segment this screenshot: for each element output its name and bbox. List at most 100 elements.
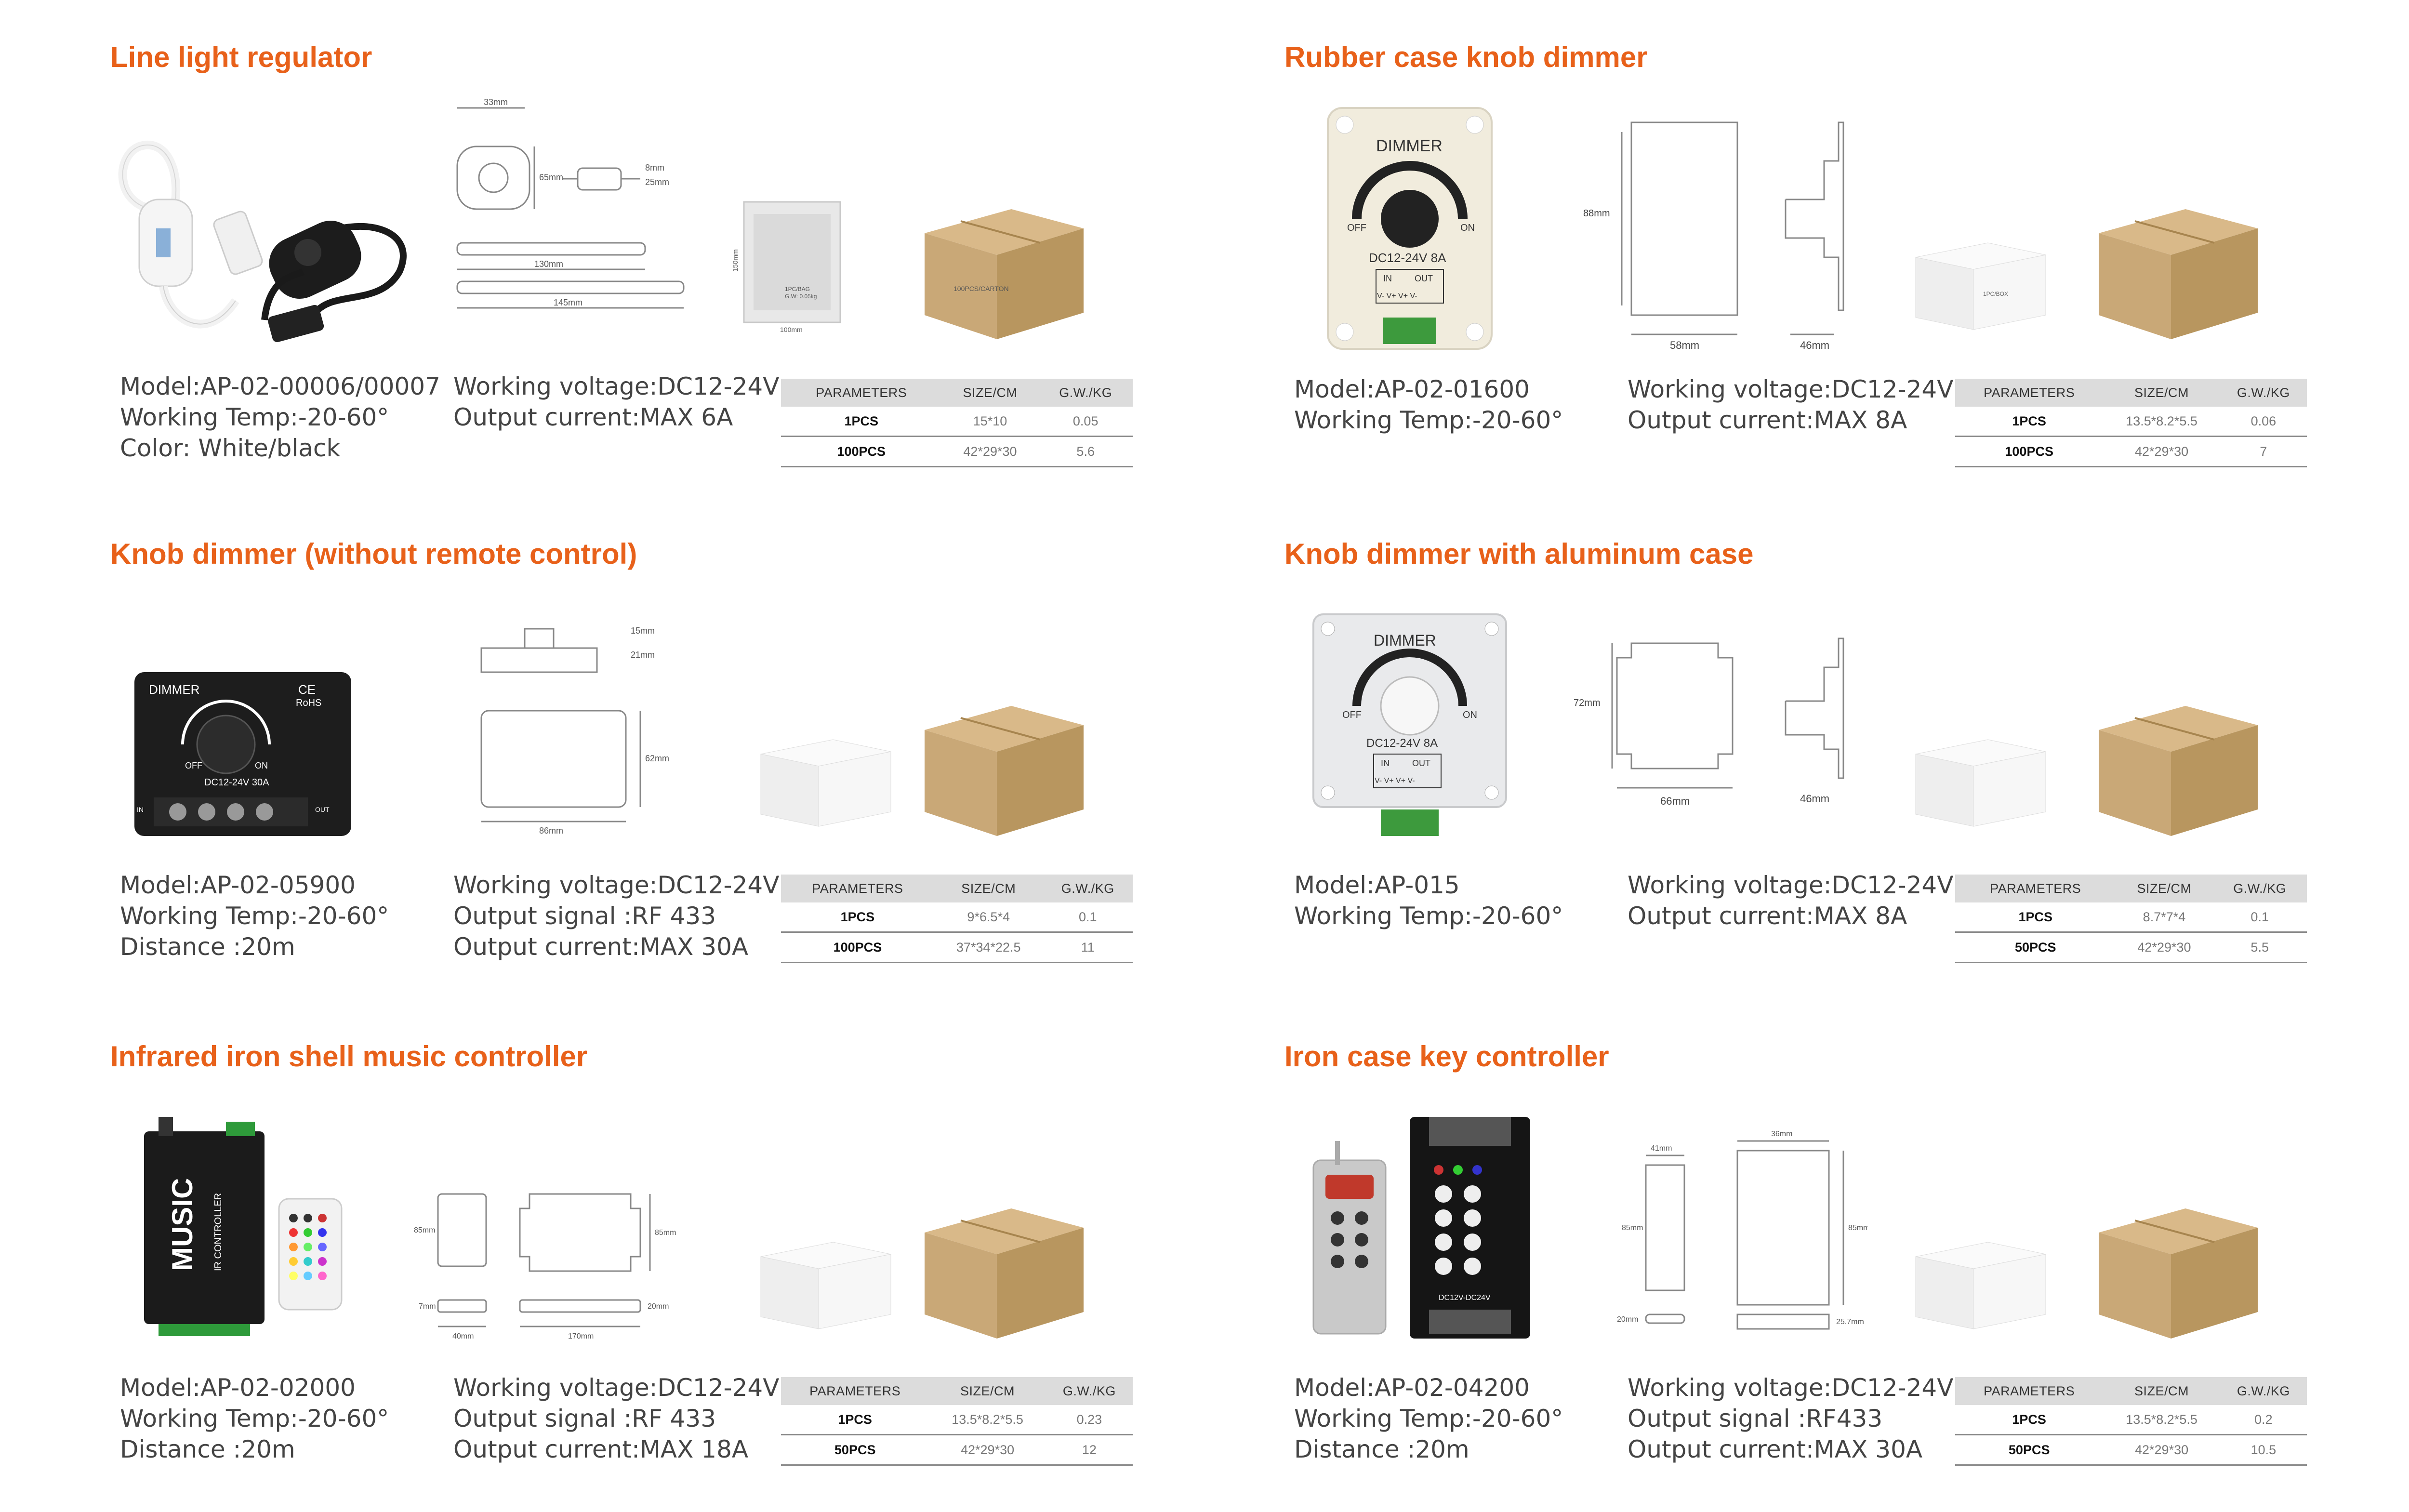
- svg-text:85mm: 85mm: [655, 1229, 676, 1237]
- shipping-carton-image: [2099, 1208, 2258, 1339]
- packaging-box-image: [760, 739, 891, 827]
- product-title: Knob dimmer with aluminum case: [1284, 538, 1754, 570]
- svg-text:V- V+ V+ V-: V- V+ V+ V-: [1375, 777, 1415, 785]
- rubber-dimmer-dimension-drawing: 88mm 58mm 46mm: [1583, 121, 1844, 351]
- svg-text:40mm: 40mm: [452, 1332, 474, 1340]
- svg-text:46mm: 46mm: [1800, 339, 1829, 351]
- product-title: Infrared iron shell music controller: [110, 1040, 588, 1073]
- svg-text:7mm: 7mm: [419, 1302, 436, 1311]
- svg-text:ON: ON: [1460, 223, 1475, 233]
- svg-text:DIMMER: DIMMER: [1376, 137, 1443, 155]
- product-section-knob-dimmer-no-remote: Knob dimmer (without remote control) DIM…: [110, 537, 1286, 1009]
- svg-text:100PCS/CARTON: 100PCS/CARTON: [953, 285, 1009, 292]
- shipping-carton-image: [925, 1208, 1084, 1339]
- svg-text:DC12-24V 8A: DC12-24V 8A: [1366, 737, 1438, 750]
- packaging-box-image: 1PC/BOX: [1915, 242, 2046, 330]
- svg-text:86mm: 86mm: [539, 826, 563, 836]
- product-section-iron-case-key-controller: Iron case key controller DC12V-DC24V 41m…: [1284, 1040, 2409, 1512]
- svg-text:36mm: 36mm: [1771, 1130, 1792, 1138]
- svg-text:72mm: 72mm: [1574, 698, 1601, 708]
- svg-text:MUSIC: MUSIC: [166, 1178, 199, 1271]
- svg-text:15mm: 15mm: [631, 626, 655, 636]
- svg-text:21mm: 21mm: [631, 650, 655, 660]
- svg-text:DC12-24V 8A: DC12-24V 8A: [1369, 251, 1446, 265]
- packaging-box-image: [1915, 739, 2046, 827]
- svg-text:DIMMER: DIMMER: [1374, 632, 1436, 649]
- svg-text:130mm: 130mm: [534, 259, 563, 269]
- svg-text:DC12-24V 30A: DC12-24V 30A: [204, 777, 269, 788]
- svg-text:170mm: 170mm: [568, 1332, 594, 1340]
- product-title: Knob dimmer (without remote control): [110, 538, 637, 570]
- svg-text:150mm: 150mm: [732, 249, 739, 272]
- svg-text:62mm: 62mm: [645, 754, 669, 763]
- music-controller-dimension-drawing: 85mm 85mm 7mm 40mm 170mm 20mm: [414, 1193, 676, 1340]
- svg-text:8mm: 8mm: [645, 163, 664, 172]
- key-controller-dimension-drawing: 41mm 36mm 85mm 85mm 20mm 25.7mm: [1617, 1130, 1867, 1330]
- packaging-box-image: [1915, 1242, 2046, 1329]
- svg-text:20mm: 20mm: [648, 1302, 669, 1311]
- music-controller-photo: MUSIC IR CONTROLLER: [144, 1117, 343, 1336]
- svg-text:DIMMER: DIMMER: [149, 682, 199, 697]
- svg-text:100mm: 100mm: [780, 326, 803, 333]
- shipping-carton-image: [2099, 706, 2258, 836]
- svg-text:IN: IN: [137, 806, 144, 813]
- svg-text:58mm: 58mm: [1670, 339, 1699, 351]
- product-section-line-light-regulator: Line light regulator 33mm 65mm 8mm 25mm …: [110, 40, 1286, 513]
- packaging-bag-image: 1PC/BAG G.W: 0.05kg 100mm 150mm: [732, 201, 841, 333]
- svg-text:65mm: 65mm: [539, 172, 563, 182]
- svg-text:ON: ON: [255, 761, 268, 770]
- svg-text:IN: IN: [1383, 274, 1392, 283]
- product-section-music-controller: Infrared iron shell music controller MUS…: [110, 1040, 1286, 1512]
- aluminum-dimmer-dimension-drawing: 72mm 66mm 46mm: [1574, 637, 1844, 807]
- svg-text:OFF: OFF: [1347, 223, 1366, 233]
- line-regulator-photo: [118, 140, 407, 343]
- svg-text:85mm: 85mm: [414, 1226, 435, 1234]
- svg-text:85mm: 85mm: [1848, 1224, 1867, 1232]
- svg-text:CE: CE: [298, 682, 316, 697]
- shipping-carton-image: [2099, 209, 2258, 339]
- svg-text:RoHS: RoHS: [296, 698, 321, 708]
- svg-text:1PC/BOX: 1PC/BOX: [1983, 291, 2008, 297]
- svg-text:25mm: 25mm: [645, 177, 669, 187]
- svg-text:85mm: 85mm: [1622, 1224, 1643, 1232]
- svg-text:33mm: 33mm: [484, 97, 508, 107]
- svg-text:OFF: OFF: [185, 761, 202, 770]
- svg-text:OUT: OUT: [1415, 274, 1433, 283]
- svg-text:OUT: OUT: [315, 806, 330, 813]
- svg-text:ON: ON: [1463, 710, 1477, 720]
- product-title: Rubber case knob dimmer: [1284, 41, 1648, 73]
- shipping-carton-image: 100PCS/CARTON: [925, 209, 1084, 339]
- svg-text:G.W: 0.05kg: G.W: 0.05kg: [785, 293, 817, 300]
- svg-text:66mm: 66mm: [1660, 795, 1690, 807]
- key-controller-photo: DC12V-DC24V: [1312, 1117, 1530, 1339]
- knob-dimmer-dimension-drawing: 15mm 21mm 62mm 86mm: [480, 626, 669, 836]
- svg-text:41mm: 41mm: [1651, 1144, 1672, 1153]
- product-section-rubber-case-knob-dimmer: Rubber case knob dimmer DIMMER OFF ON DC1…: [1284, 40, 2409, 513]
- svg-text:25.7mm: 25.7mm: [1836, 1318, 1864, 1326]
- packaging-box-image: [760, 1242, 891, 1329]
- product-title: Iron case key controller: [1284, 1040, 1609, 1073]
- line-regulator-dimension-drawing: 33mm 65mm 8mm 25mm 130mm 145mm: [456, 97, 685, 309]
- svg-text:OFF: OFF: [1342, 710, 1362, 720]
- svg-text:88mm: 88mm: [1583, 208, 1610, 219]
- svg-text:46mm: 46mm: [1800, 793, 1829, 805]
- svg-text:20mm: 20mm: [1617, 1315, 1638, 1324]
- product-section-aluminum-knob-dimmer: Knob dimmer with aluminum case DIMMER OF…: [1284, 537, 2409, 1009]
- svg-text:OUT: OUT: [1412, 758, 1430, 768]
